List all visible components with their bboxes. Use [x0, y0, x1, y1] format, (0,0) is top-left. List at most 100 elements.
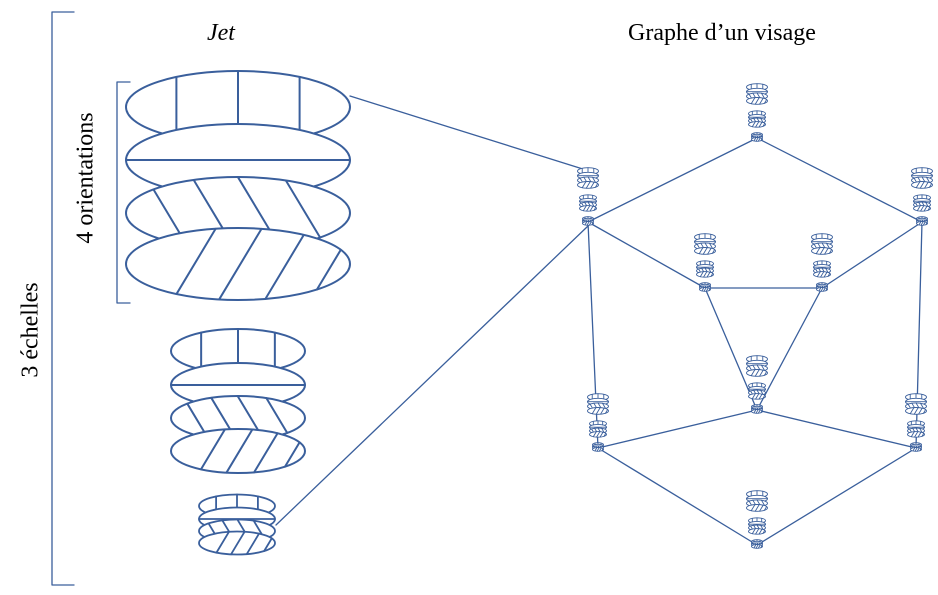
graph-edge	[587, 137, 758, 223]
orientation-line	[604, 409, 609, 414]
orientation-line	[218, 227, 263, 301]
jet-icon-scale	[746, 355, 768, 377]
orientation-line	[316, 248, 342, 291]
orientation-line	[751, 393, 756, 400]
orientation-line	[751, 528, 756, 535]
orientation-line	[253, 432, 279, 474]
orientation-line	[918, 221, 922, 226]
orientation-line	[824, 247, 829, 255]
graph-node-bottom-center	[746, 490, 768, 549]
jet-icon-scale	[579, 194, 597, 212]
orientation-line	[263, 537, 273, 552]
orientation-line	[760, 545, 763, 549]
jet-icon-scale	[816, 282, 828, 292]
orientation-line	[925, 222, 928, 226]
jet-icon-scale	[592, 442, 604, 452]
graph-node-inner-left	[694, 233, 716, 292]
orientation-line	[818, 287, 822, 292]
orientation-line	[245, 532, 260, 555]
orientation-line	[596, 431, 601, 438]
orientation-line	[707, 247, 712, 255]
orientation-line	[703, 287, 707, 292]
jet-icon-scale	[748, 110, 766, 128]
orientation-line	[595, 407, 601, 415]
orientation-line	[924, 181, 929, 189]
jet-title: Jet	[207, 20, 235, 46]
orientation-line	[754, 504, 760, 512]
orientation-line	[710, 272, 714, 277]
orientation-line	[701, 287, 705, 292]
orientation-line	[600, 407, 605, 415]
orientation-line	[927, 206, 931, 211]
orientation-line	[709, 242, 714, 250]
scales-bracket	[51, 11, 75, 586]
orientation-line	[591, 222, 594, 226]
orientation-line	[175, 227, 217, 295]
orientation-line	[825, 288, 828, 292]
orientation-line	[590, 181, 595, 189]
orientation-line	[909, 407, 915, 415]
orientation-line	[755, 393, 760, 400]
connector-line	[275, 225, 589, 526]
orientation-line	[757, 409, 761, 414]
orientation-line	[599, 431, 604, 438]
jet-icon-scale	[911, 167, 933, 189]
orientation-line	[711, 249, 716, 254]
orientation-line	[589, 205, 594, 212]
jet-icon-scale	[696, 260, 714, 278]
orientation-line	[816, 271, 821, 278]
orientation-line	[758, 528, 763, 535]
orientation-line	[284, 179, 322, 239]
orientation-line	[755, 409, 759, 414]
jet-scale-medium	[170, 328, 306, 474]
orientation-line	[265, 397, 289, 434]
jet-icon-scale	[751, 132, 763, 142]
jet-icon-scale	[913, 194, 931, 212]
graph-node-left-top	[577, 167, 599, 226]
orientation-line	[759, 369, 764, 377]
orientation-line	[757, 137, 761, 142]
graph-node-top-center	[746, 83, 768, 142]
orientation-line	[594, 447, 598, 452]
orientation-line	[598, 447, 602, 452]
orientation-line	[698, 247, 704, 255]
graph-node-left-bottom	[587, 393, 609, 452]
face-graph-title: Graphe d’un visage	[628, 20, 816, 46]
jet-icon-scale	[751, 404, 763, 414]
orientation-line	[703, 271, 708, 278]
connector-line	[349, 95, 587, 171]
orientation-line	[918, 407, 923, 415]
orientation-line	[264, 234, 305, 300]
jet-icon-scale	[589, 420, 607, 438]
orientation-line	[225, 428, 254, 474]
graph-edge	[756, 137, 923, 223]
orientation-line	[822, 287, 826, 292]
orientation-line	[815, 247, 821, 255]
orientation-line	[757, 544, 761, 549]
orientation-line	[763, 371, 768, 376]
graph-edges	[587, 137, 923, 546]
jet-icon-scale	[813, 260, 831, 278]
orientation-line	[921, 432, 925, 437]
orientation-line	[922, 409, 927, 414]
orientation-line	[586, 221, 590, 226]
orientation-line	[761, 499, 766, 507]
orientation-line	[584, 221, 588, 226]
orientation-line	[754, 369, 760, 377]
orientation-line	[582, 205, 587, 212]
orientation-line	[753, 137, 757, 142]
orientation-line	[601, 448, 604, 452]
orientation-line	[919, 181, 925, 189]
orientation-line	[750, 369, 756, 377]
orientation-line	[761, 92, 766, 100]
orientation-line	[594, 183, 599, 188]
orientation-line	[923, 205, 928, 212]
orientation-line	[586, 205, 591, 212]
orientation-line	[922, 221, 926, 226]
orientation-line	[592, 431, 597, 438]
orientation-line	[762, 529, 766, 534]
orientation-line	[920, 402, 925, 410]
graph-edge	[756, 287, 823, 411]
graph-node-right-bottom	[905, 393, 927, 452]
